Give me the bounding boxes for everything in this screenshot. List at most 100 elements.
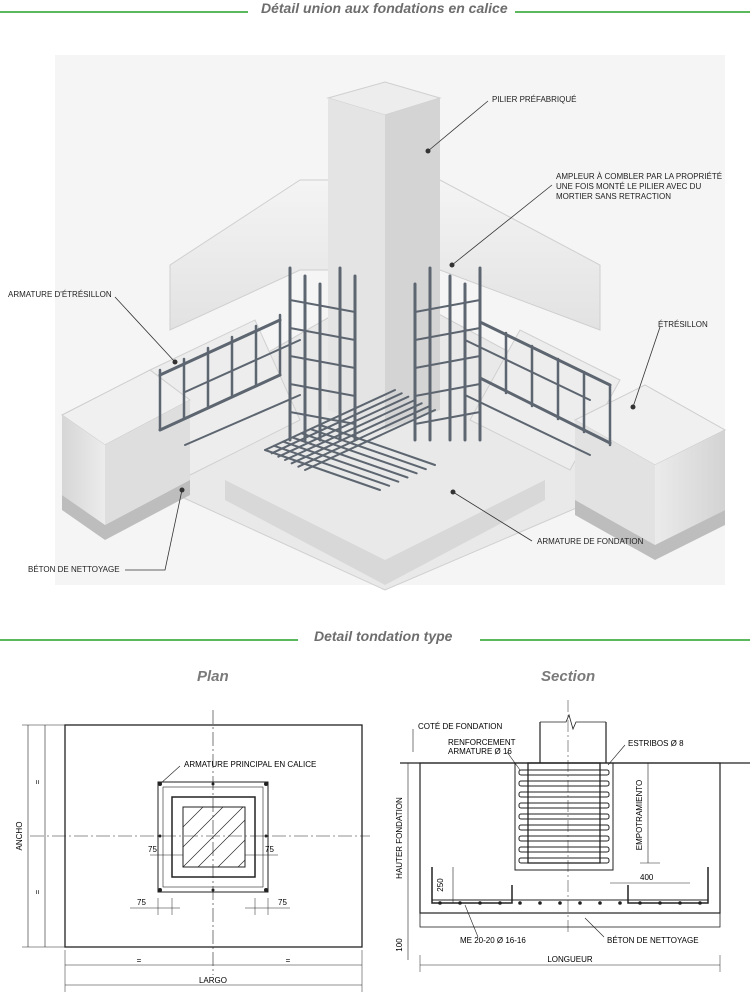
iso-leader-dots [172, 148, 636, 495]
rebar-bar [291, 436, 409, 479]
rebar-bar [414, 355, 481, 369]
rebar-bar [289, 327, 356, 341]
plan-dim-75-right: 75 [265, 845, 274, 854]
stirrup [518, 802, 610, 809]
left-block-front [62, 415, 105, 525]
plan-eq-lower: = [33, 889, 42, 894]
header-rule-right [480, 639, 750, 641]
rebar-bar [478, 320, 612, 387]
stirrup [518, 824, 610, 831]
section-cote-label: COTÉ DE FONDATION [418, 722, 503, 731]
section-beton-label: BÉTON DE NETTOYAGE [607, 936, 699, 945]
slab-rebar-dot [458, 901, 462, 905]
section-column-embedded [527, 762, 601, 864]
right-block-side [655, 430, 725, 545]
rebar-cages [158, 266, 612, 491]
slab-rebar-dot [558, 901, 562, 905]
plan-column [182, 806, 246, 868]
section-longueur-label: LONGUEUR [547, 955, 593, 964]
rebar-bar [184, 339, 301, 393]
stirrup [518, 791, 610, 798]
rebar-bar [158, 373, 282, 432]
rebar-bar [309, 428, 427, 471]
plan-armature-label: ARMATURE PRINCIPAL EN CALICE [184, 760, 316, 769]
section-header-middle: Detail tondation type [0, 628, 750, 652]
plan-eq-bottom-left: = [137, 956, 142, 965]
section-dim-250: 250 [436, 878, 445, 892]
rebar-bar [304, 409, 436, 471]
header-title-top: Détail union aux fondations en calice [261, 0, 508, 16]
plan-largo-label: LARGO [199, 976, 227, 985]
slab-rebar-dot [678, 901, 682, 905]
slab-rebar-dot [478, 901, 482, 905]
stirrup [518, 857, 610, 864]
plan-calice-wall [171, 796, 256, 878]
section-empotramiento-label: EMPOTRAMIENTO [635, 780, 644, 851]
foundation-slab-front [225, 480, 545, 585]
header-rule-right [515, 11, 750, 13]
section-dim-100: 100 [395, 938, 404, 952]
slab-rebar-dot [638, 901, 642, 905]
right-block-front [575, 420, 655, 545]
section-lean-concrete [419, 912, 721, 928]
section-title: Section [541, 668, 596, 685]
section-renforcement-line1: RENFORCEMENT [448, 738, 516, 747]
plan-dim-75-bottom-left: 75 [137, 898, 146, 907]
rebar-bar [264, 389, 396, 451]
rebar-bar [414, 383, 481, 397]
rebar-bar [289, 355, 356, 369]
label-beton-nettoyage: BÉTON DE NETTOYAGE [28, 565, 120, 574]
header-rule-left [0, 639, 298, 641]
plan-ancho-label: ANCHO [15, 822, 24, 851]
slab-rebar-dot [598, 901, 602, 905]
section-estribos-label: ESTRIBOS Ø 8 [628, 739, 684, 748]
section-slab-rebar-dots [438, 901, 702, 905]
stirrup [518, 835, 610, 842]
label-ampleur-line1: AMPLEUR À COMBLER PAR LA PROPRIÉTÉ [556, 172, 723, 181]
rebar-bar [478, 376, 612, 445]
rebar-bar [297, 405, 430, 468]
plan-title: Plan [197, 668, 229, 685]
rebar-bar [282, 440, 400, 483]
label-ampleur-line2: UNE FOIS MONTÉ LE PILIER AVEC DU [556, 182, 702, 191]
iso-leader-lines [114, 100, 661, 571]
stirrup [518, 846, 610, 853]
slab-rebar-dot [618, 901, 622, 905]
section-drawing: COTÉ DE FONDATION RENFORCEMENT ARMATURE … [395, 700, 750, 972]
stirrup [518, 813, 610, 820]
plan-column-hatch [182, 806, 246, 868]
plan-eq-bottom-right: = [286, 956, 291, 965]
section-hauter-label: HAUTER FONDATION [395, 797, 404, 879]
rebar-bar [414, 411, 481, 425]
rebar-bar [464, 339, 591, 401]
label-ampleur-line3: MORTIER SANS RETRACTION [556, 192, 671, 201]
slab-rebar-dot [498, 901, 502, 905]
header-rule-left [0, 11, 248, 13]
section-dim-400: 400 [640, 873, 654, 882]
isometric-foundation-illustration [55, 55, 727, 591]
rebar-bar [289, 299, 356, 313]
slab-rebar-dot [578, 901, 582, 905]
section-stirrups [518, 769, 610, 864]
left-block-base [62, 480, 190, 540]
stirrup [518, 780, 610, 787]
slab-rebar-dot [698, 901, 702, 905]
rebar-bar [289, 411, 356, 425]
label-armature-fondation: ARMATURE DE FONDATION [537, 537, 644, 546]
plan-eq-upper: = [33, 779, 42, 784]
column-front-left [328, 98, 385, 430]
rebar-bar [414, 327, 481, 341]
rebar-bar [158, 318, 282, 377]
section-me-label: ME 20-20 Ø 16-16 [460, 936, 526, 945]
label-etresillon: ÉTRÉSILLON [658, 320, 708, 329]
plan-drawing: ARMATURE PRINCIPAL EN CALICE 75 75 75 75… [15, 710, 370, 992]
plan-rebar-dots [158, 782, 268, 892]
rebar-bar [289, 383, 356, 397]
rebar-bar [264, 449, 381, 491]
rebar-bar [270, 392, 403, 455]
rebar-bar [284, 399, 416, 461]
rebar-bar [464, 394, 591, 456]
right-block-base [575, 500, 725, 560]
section-renforcement-line2: ARMATURE Ø 16 [448, 747, 512, 756]
left-block-side [105, 400, 190, 525]
